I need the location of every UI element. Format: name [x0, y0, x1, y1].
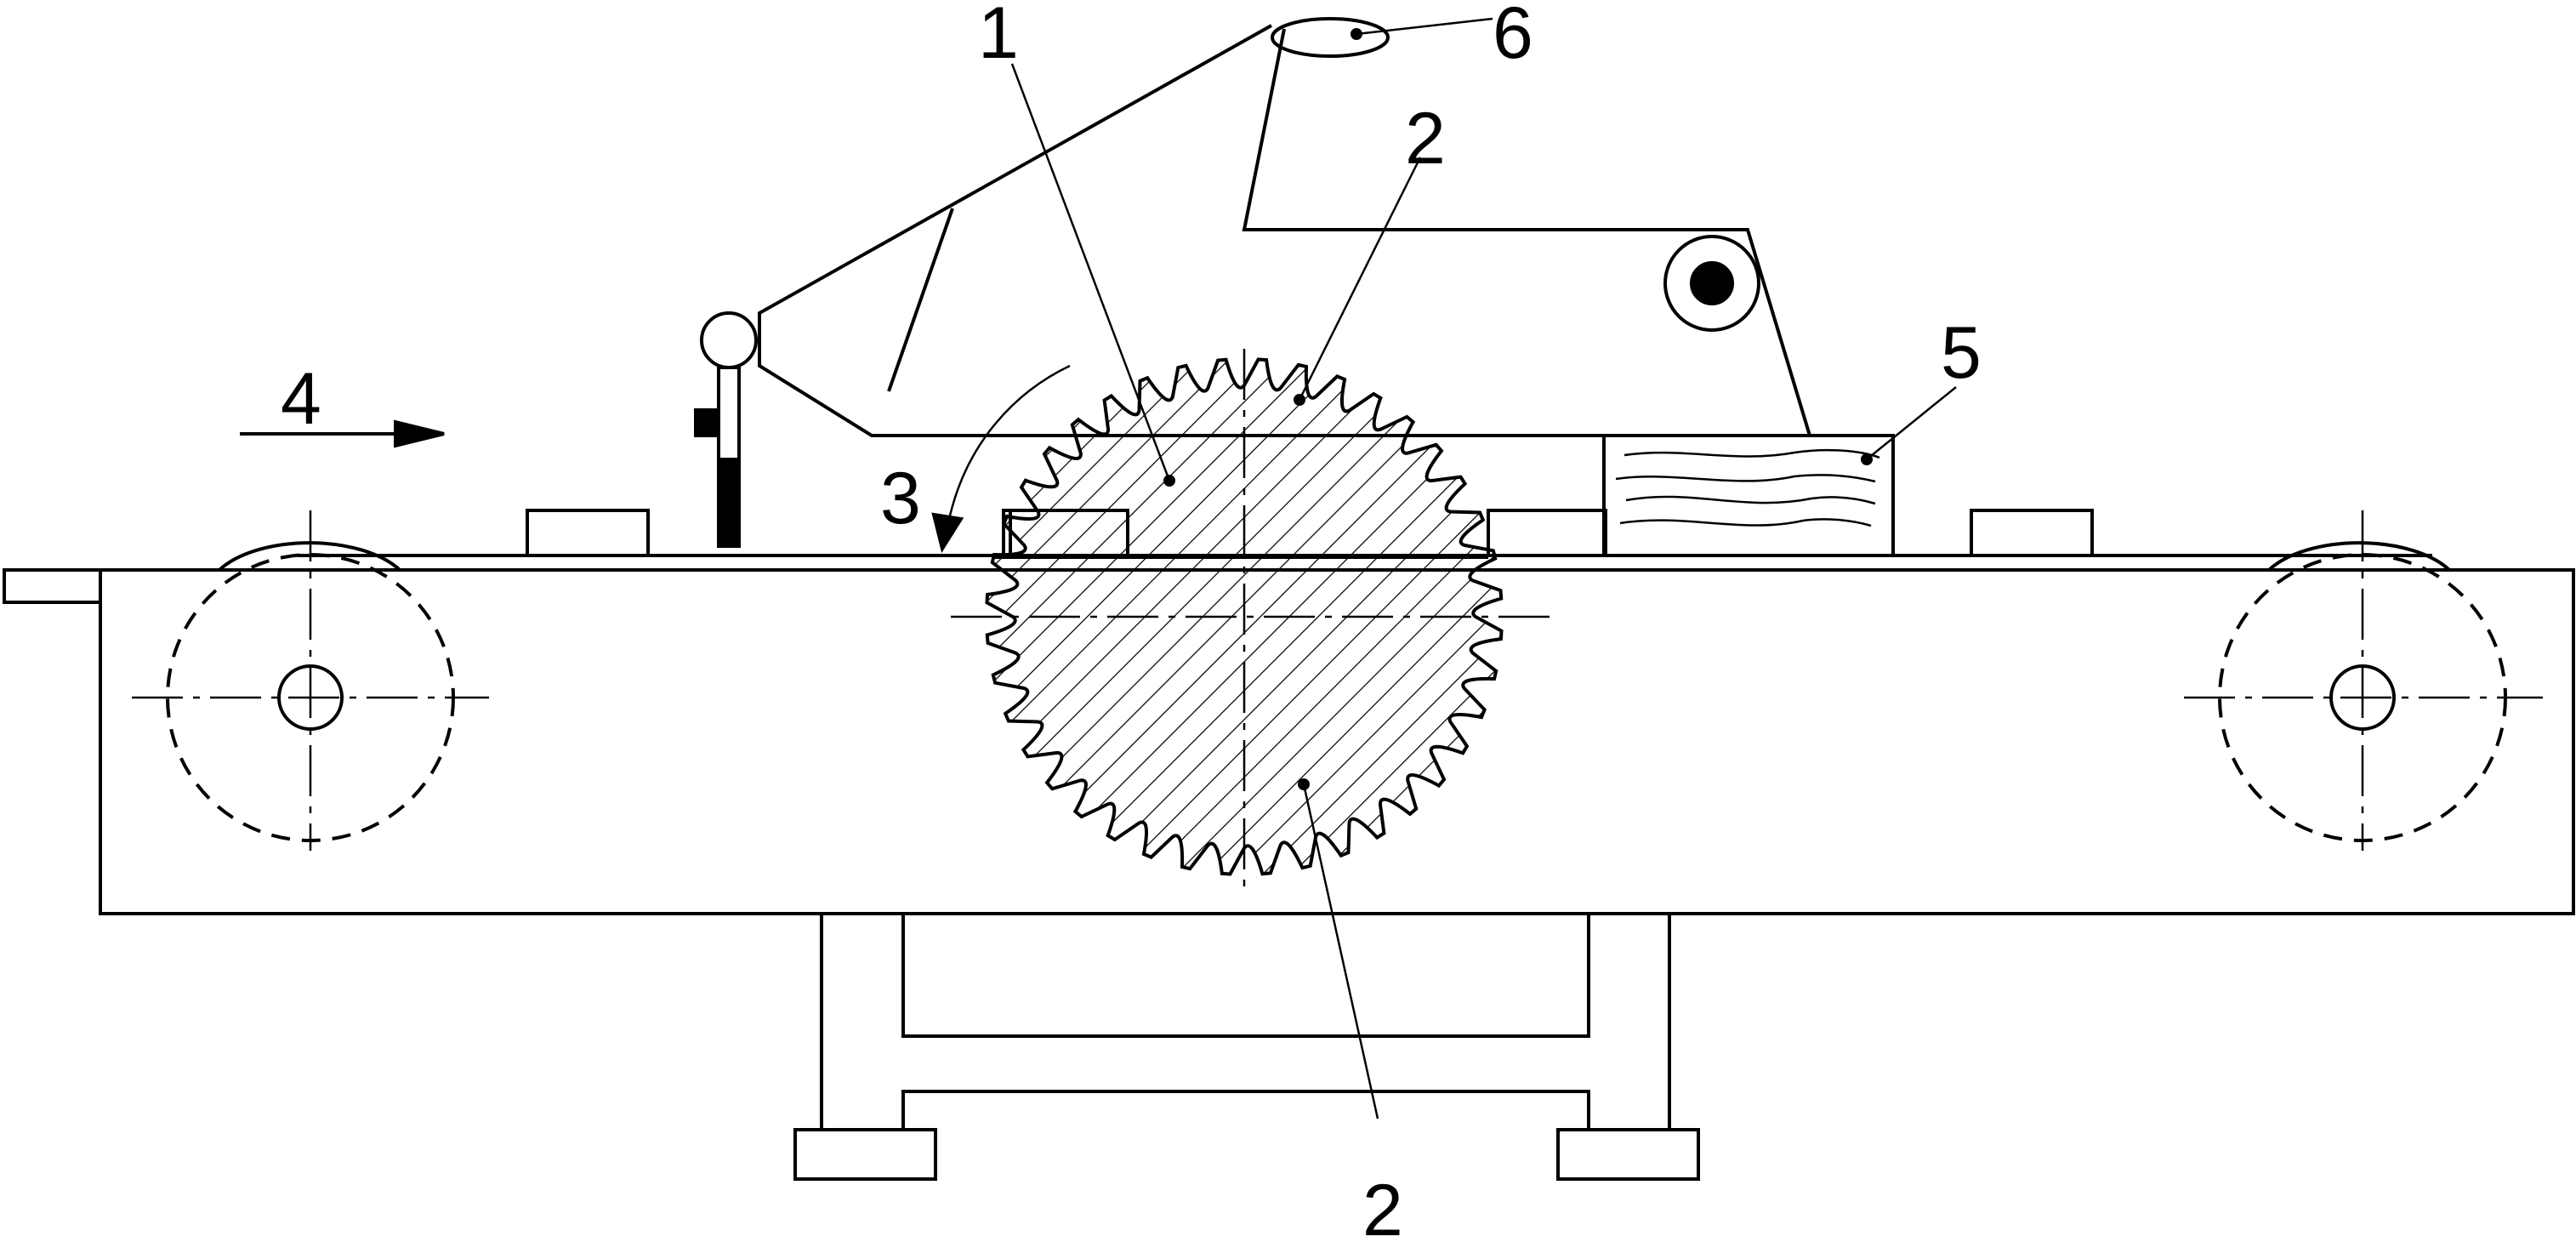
label-blade: 1 [978, 0, 1019, 74]
label-feed: 4 [281, 358, 321, 440]
lever [694, 311, 758, 548]
side-plate [3, 568, 100, 604]
pivot [1663, 235, 1760, 332]
saw-blade [951, 349, 1556, 893]
label-workpiece: 5 [1941, 312, 1982, 394]
rotation-arrow [931, 364, 1071, 554]
label-rotation: 3 [880, 458, 921, 539]
machine-stand [793, 914, 1700, 1181]
leader-lines [1010, 17, 1957, 1120]
label-hatched-lower: 2 [1362, 1170, 1403, 1242]
label-hatched-upper: 2 [1405, 98, 1446, 179]
workpiece [1602, 434, 1895, 557]
left-pulley [132, 510, 489, 851]
upper-arm [758, 17, 1812, 437]
label-handle: 6 [1493, 0, 1533, 74]
right-pulley [2184, 510, 2543, 851]
feed-arrow [240, 419, 445, 448]
